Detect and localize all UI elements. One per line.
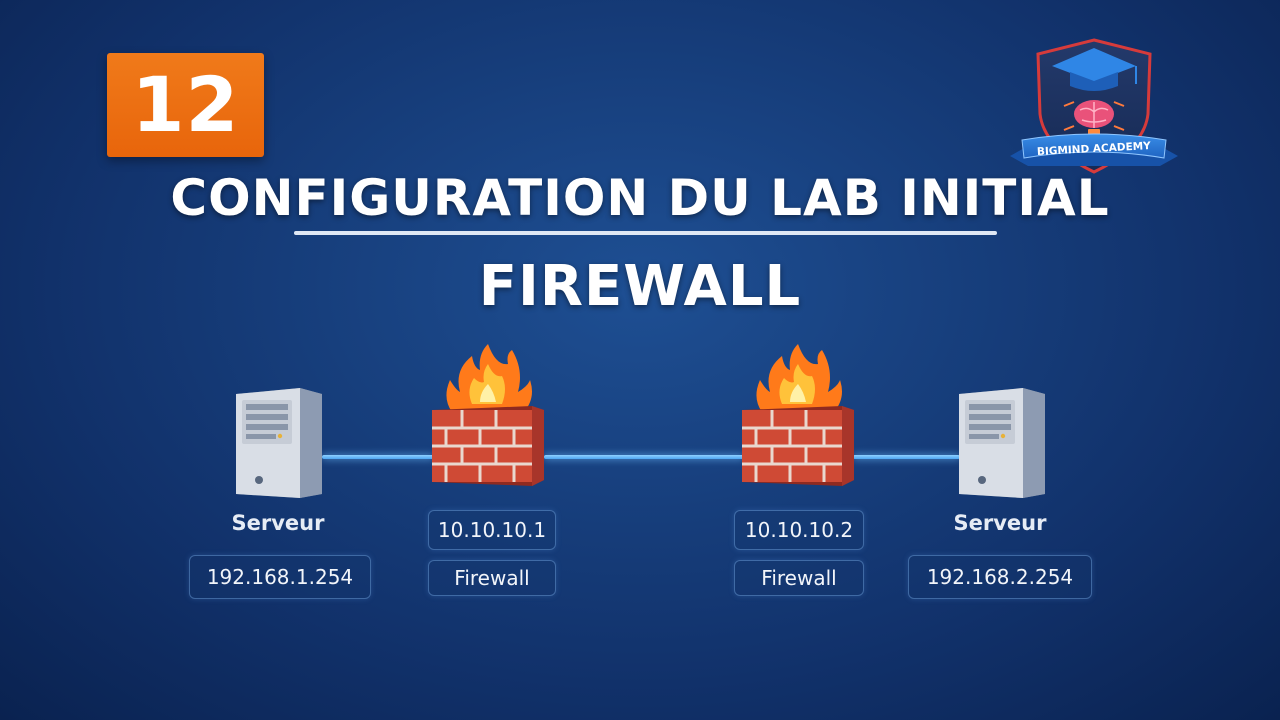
brick-wall-icon [432,406,544,486]
server-left-ip: 192.168.1.254 [189,555,371,599]
episode-number: 12 [131,60,240,149]
firewall-left-ip: 10.10.10.1 [428,510,556,550]
server-right-ip: 192.168.2.254 [908,555,1092,599]
link-firewall-right-server-right [853,455,960,459]
firewall-icon [432,344,544,486]
server-icon [959,388,1045,498]
episode-badge: 12 [107,53,264,157]
link-firewall-left-firewall-right [544,455,744,459]
bigmind-academy-logo: BIGMIND ACADEMY [1010,38,1178,174]
server-icon [236,388,322,498]
page-title: CONFIGURATION DU LAB INITIAL [170,169,1110,227]
page-subtitle: FIREWALL [478,254,802,319]
firewall-left-label: Firewall [428,560,556,596]
logo-text: BIGMIND ACADEMY [1037,140,1152,158]
firewall-right-label: Firewall [734,560,864,596]
firewall-right-ip: 10.10.10.2 [734,510,864,550]
server-left-label: Serveur [231,511,325,535]
firewall-icon [742,344,854,486]
title-divider [294,231,997,235]
server-right-label: Serveur [953,511,1047,535]
link-server-left-firewall-left [322,455,434,459]
brick-wall-icon [742,406,854,486]
